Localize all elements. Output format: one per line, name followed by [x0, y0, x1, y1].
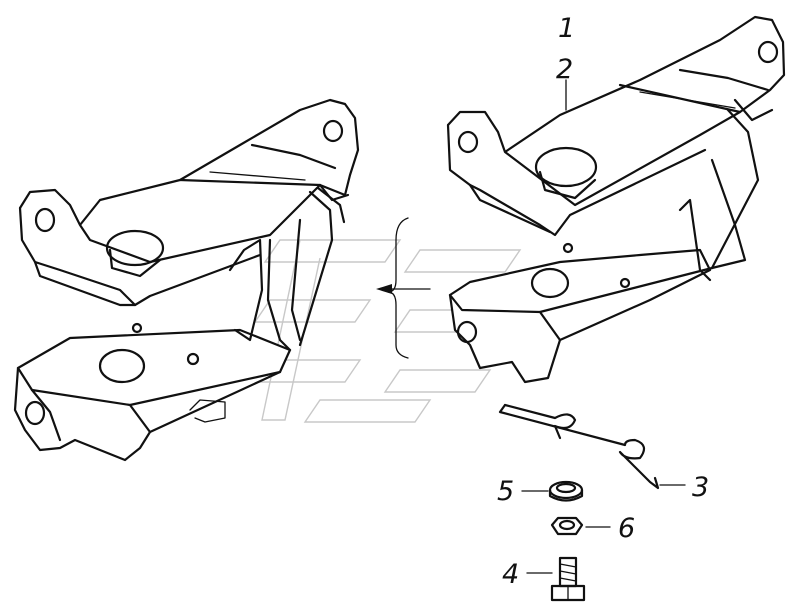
leader-lines	[521, 79, 686, 574]
washer	[548, 480, 584, 502]
callout-1: 1	[558, 13, 575, 44]
bracket-left	[13, 98, 360, 462]
callout-6: 6	[618, 513, 635, 544]
callout-5: 5	[497, 476, 514, 507]
callout-2: 2	[556, 54, 573, 85]
nut	[550, 516, 584, 536]
bracket-right	[446, 15, 786, 384]
callout-3: 3	[692, 472, 709, 503]
callout-4: 4	[502, 559, 519, 590]
bolt	[550, 556, 586, 602]
assembly-arrow	[376, 217, 431, 359]
wire-clip	[498, 403, 660, 490]
